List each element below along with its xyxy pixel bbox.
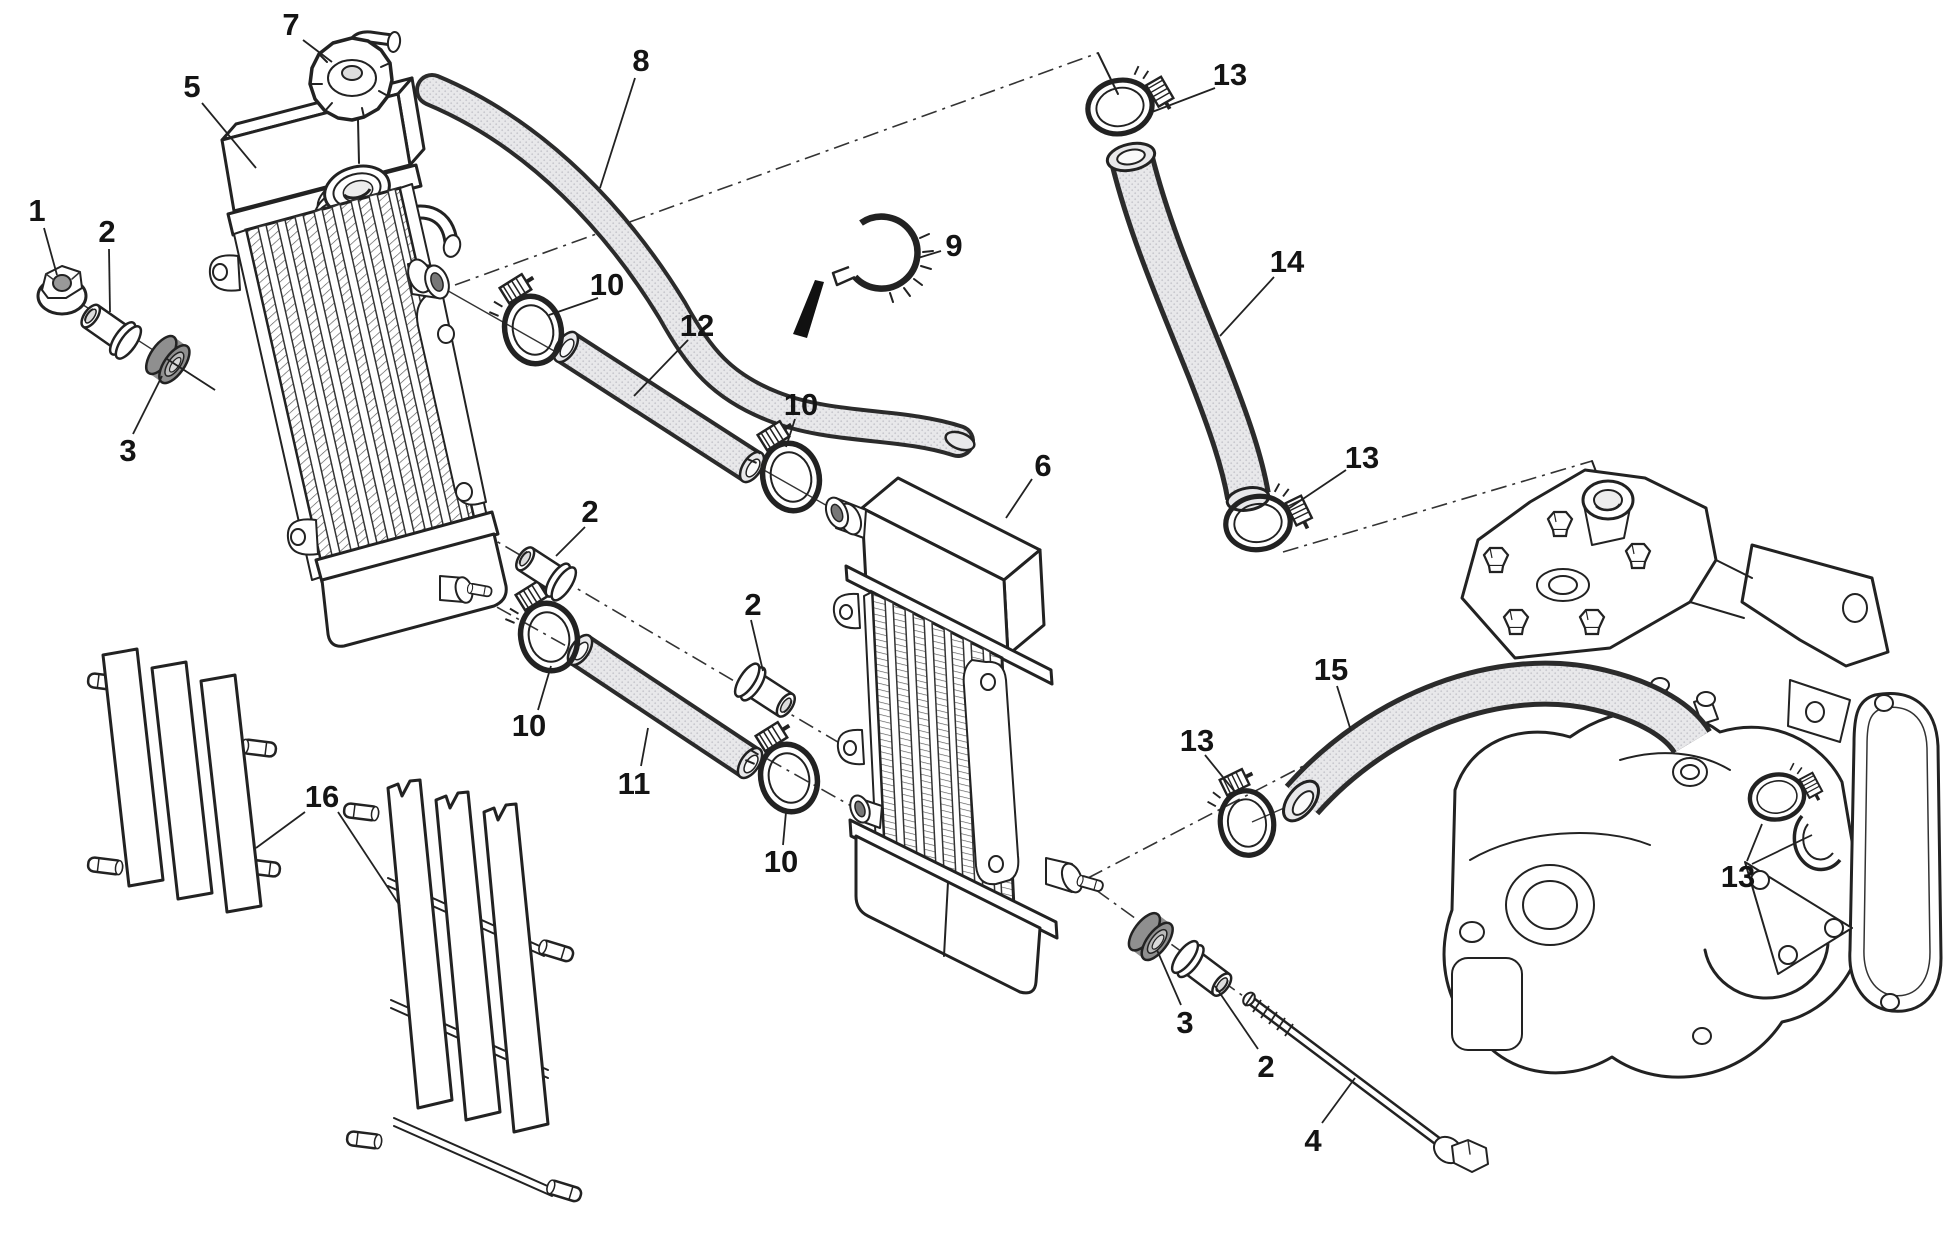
callout-9: 9 [945, 228, 962, 263]
callout-11: 11 [618, 766, 651, 801]
engine [1442, 468, 1943, 1079]
hose14-top-opening [1116, 148, 1146, 166]
hose8-open-end [944, 430, 976, 452]
engine-water-inlet [1581, 479, 1635, 546]
mount-hole-upper-left [212, 263, 228, 281]
centerline-upper [454, 52, 1099, 286]
mount-hole-right [455, 482, 473, 502]
callout-10c: 10 [784, 387, 818, 422]
overflow-hose [415, 73, 976, 458]
callout-7: 7 [282, 7, 299, 42]
right-radiator-bottom-tank [854, 834, 1042, 995]
centerline-upper-tail [1097, 52, 1119, 95]
callout-4: 4 [1304, 1123, 1322, 1158]
callout-10b: 10 [512, 708, 546, 743]
right-upper-hose [1105, 141, 1271, 512]
spacer-bushing-d [1166, 936, 1240, 1005]
callout-2c: 2 [744, 587, 761, 622]
right-radiator-mount-hole [843, 740, 857, 756]
callout-13c: 13 [1180, 723, 1214, 758]
spacer-bushing-c [729, 658, 803, 726]
lower-engine-hose [1282, 660, 1712, 823]
hose-clamp-10a [482, 266, 569, 373]
callout-1: 1 [28, 193, 45, 228]
callout-8: 8 [632, 43, 649, 78]
flange-nut [36, 265, 88, 316]
clip-pointer-wedge [793, 280, 824, 338]
mount-bolt [1242, 991, 1489, 1173]
callout-10d: 10 [764, 844, 798, 879]
overflow-elbow-end [442, 234, 462, 258]
callout-13d: 13 [1721, 859, 1755, 894]
callout-6: 6 [1034, 448, 1051, 483]
callout-2b: 2 [581, 494, 598, 529]
hose-clamp-13c [1203, 763, 1277, 860]
leader-lines [43, 39, 1813, 1124]
engine-cylinder-head [1460, 468, 1718, 660]
callout-15: 15 [1314, 652, 1348, 687]
callout-14: 14 [1270, 244, 1305, 279]
callout-10a: 10 [590, 267, 624, 302]
upper-connector-hose [552, 330, 766, 484]
callout-13b: 13 [1345, 440, 1379, 475]
right-radiator [824, 476, 1105, 995]
left-radiator-bottom-port [439, 575, 494, 604]
mount-hole-lower-left [290, 528, 306, 546]
right-radiator-outlet-port [1045, 857, 1105, 894]
centerline-engine-inlet [1282, 460, 1593, 553]
hose15-open-end [1291, 790, 1315, 816]
bolt-hex-head [1451, 1139, 1489, 1173]
cap-vent-opening [386, 31, 402, 53]
rubber-grommet-b [1121, 906, 1180, 967]
right-radiator-lower-port [849, 794, 883, 829]
callout-16: 16 [305, 779, 339, 814]
callout-3a: 3 [119, 433, 136, 468]
left-radiator-bottom-tank [320, 532, 508, 648]
left-radiator-upper-port [407, 258, 450, 300]
radiator-guard-right [342, 778, 584, 1204]
callout-3b: 3 [1176, 1005, 1193, 1040]
callout-labels: 1 2 3 5 7 8 9 10 12 13 14 13 6 2 2 10 11… [28, 7, 1755, 1158]
hose-clamp-13a [1081, 60, 1181, 140]
engine-mount-bracket [1740, 543, 1890, 668]
engine-side-cover [1848, 692, 1943, 1013]
right-radiator-upper-port [824, 496, 867, 539]
callout-2a: 2 [98, 214, 115, 249]
radiator-cap [308, 30, 402, 164]
callout-2d: 2 [1257, 1049, 1274, 1084]
retaining-clip [793, 213, 934, 338]
lower-connector-hose [566, 633, 764, 780]
hose-clamp-10b [498, 573, 585, 680]
callout-5: 5 [183, 69, 200, 104]
callout-13a: 13 [1213, 57, 1247, 92]
callout-12: 12 [680, 308, 714, 343]
engine-water-pump [1703, 814, 1853, 1000]
radiator-guard-left [86, 647, 282, 914]
